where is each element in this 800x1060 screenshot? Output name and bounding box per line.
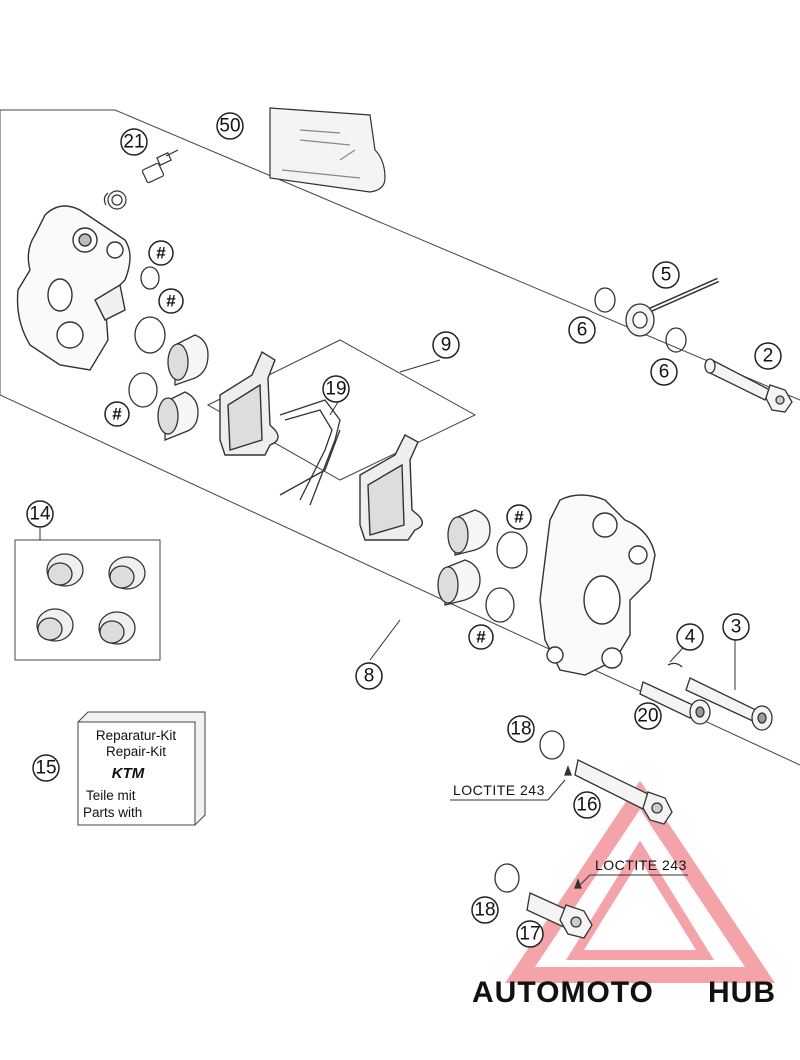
hash-marker: # xyxy=(514,508,524,527)
callout-20: 20 xyxy=(637,706,658,727)
callout-circles xyxy=(26,112,782,948)
hash-marker: # xyxy=(476,628,486,647)
callout-3: 3 xyxy=(731,617,742,638)
loctite-label-lower: LOCTITE 243 xyxy=(595,857,687,873)
watermark-text-hub: HUB xyxy=(708,976,776,1009)
callout-16: 16 xyxy=(576,795,597,816)
callout-6-top: 6 xyxy=(577,320,588,341)
seal-rings-left xyxy=(128,266,166,408)
pistons-right xyxy=(437,509,491,606)
repair-kit-line4: Parts with xyxy=(83,805,142,820)
callout-2: 2 xyxy=(763,346,774,367)
bolt-2 xyxy=(704,358,793,413)
callout-15: 15 xyxy=(35,758,56,779)
pin-with-washers xyxy=(594,277,720,353)
repair-kit-box: Reparatur-Kit Repair-Kit KTM Teile mit P… xyxy=(77,711,206,826)
callout-5: 5 xyxy=(661,265,672,286)
ktm-logo: KTM xyxy=(112,765,145,782)
loctite-label-upper: LOCTITE 243 xyxy=(453,782,545,798)
repair-kit-line3: Teile mit xyxy=(86,788,136,803)
callout-50: 50 xyxy=(219,116,240,137)
callout-18-bottom: 18 xyxy=(474,900,495,921)
hash-marker: # xyxy=(156,244,166,263)
pistons-kit-box xyxy=(14,539,161,661)
brake-pad-kit-outline xyxy=(206,339,477,481)
assembly-tool-card xyxy=(269,107,386,193)
caliper-half-right xyxy=(539,494,656,676)
watermark-logo xyxy=(505,780,775,983)
pistons-kit-pistons xyxy=(36,553,146,645)
callout-8: 8 xyxy=(364,666,375,687)
callout-6-bottom: 6 xyxy=(659,362,670,383)
mounting-bolts xyxy=(494,730,673,939)
callout-4: 4 xyxy=(685,627,696,648)
callout-18-top: 18 xyxy=(510,719,531,740)
callout-9: 9 xyxy=(441,335,452,356)
callout-19: 19 xyxy=(325,379,346,400)
pad-spring xyxy=(279,399,341,506)
caliper-half-left xyxy=(16,205,131,371)
watermark-text-automoto: AUTOMOTO xyxy=(472,976,654,1009)
bleed-nipple-part xyxy=(103,149,179,210)
brake-pad-right xyxy=(359,434,423,541)
assembly-outline xyxy=(0,109,800,401)
callout-14: 14 xyxy=(29,504,51,525)
repair-kit-line2: Repair-Kit xyxy=(106,744,166,759)
hash-marker: # xyxy=(112,405,122,424)
seal-rings-right xyxy=(485,531,528,623)
pistons-left xyxy=(157,334,209,441)
callout-21: 21 xyxy=(123,132,144,153)
callout-17: 17 xyxy=(519,924,540,945)
brake-pad-left xyxy=(219,350,279,456)
repair-kit-line1: Reparatur-Kit xyxy=(96,728,177,743)
hash-marker: # xyxy=(166,292,176,311)
bolts-3-20 xyxy=(639,662,773,731)
